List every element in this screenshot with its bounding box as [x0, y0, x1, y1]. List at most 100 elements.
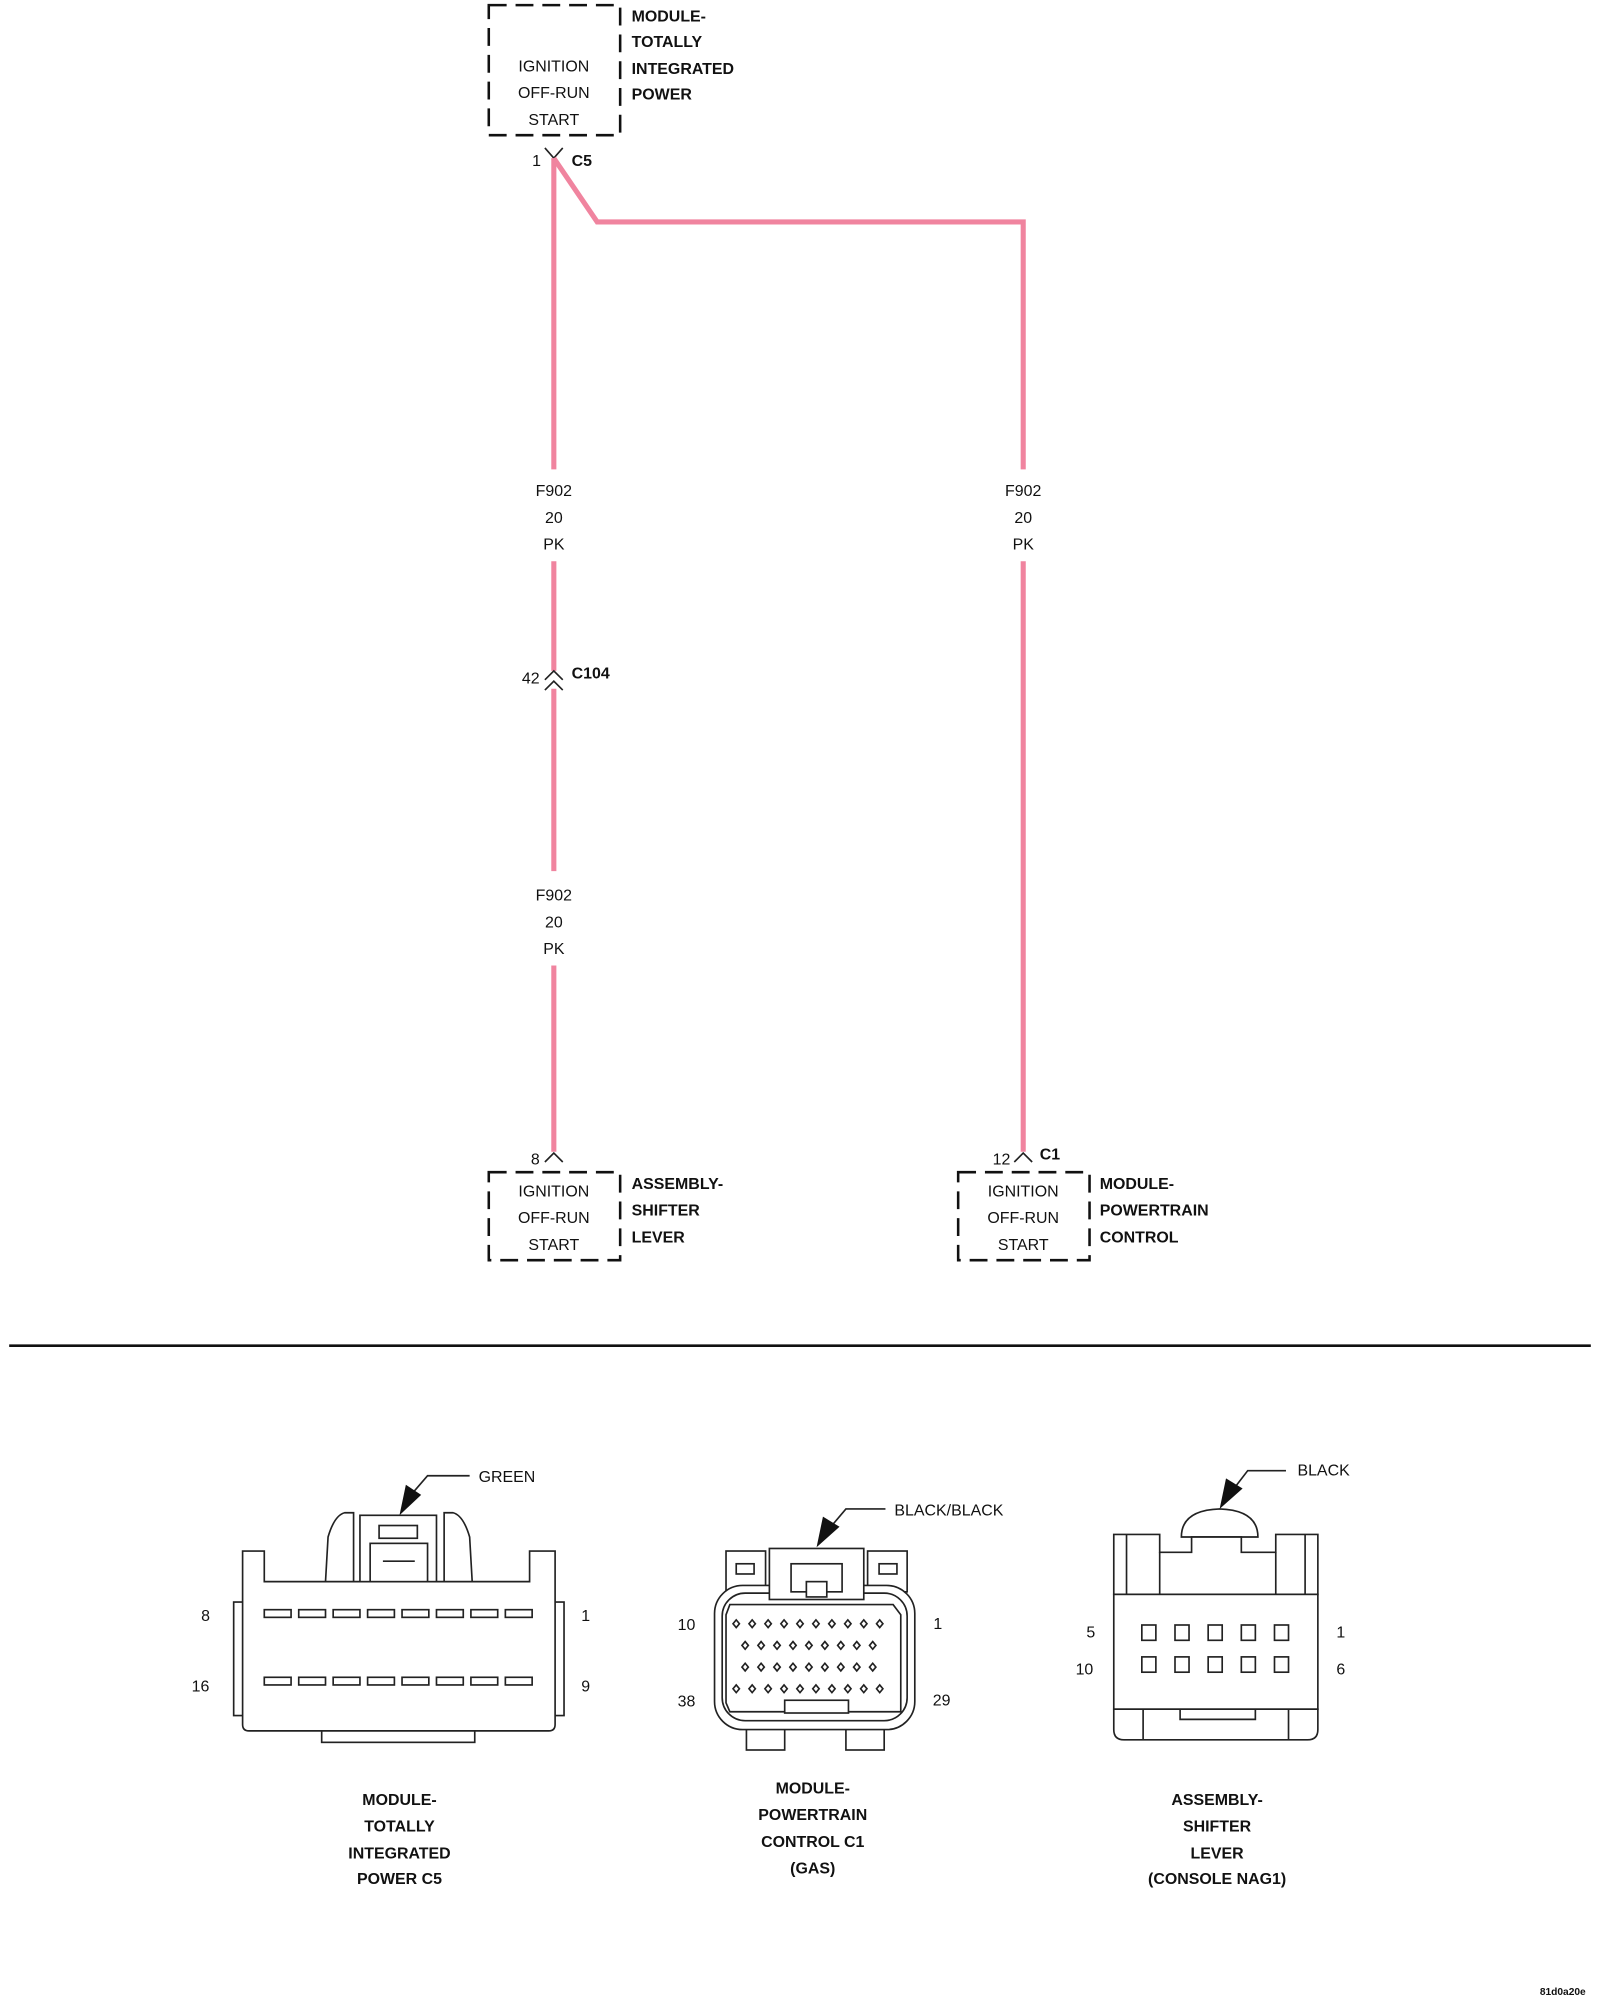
connector-caption: POWERTRAIN — [758, 1807, 867, 1824]
terminal-cavity — [820, 1661, 830, 1673]
pin-label: 8 — [201, 1608, 210, 1625]
pcm-connector-id: C1 — [1040, 1146, 1061, 1163]
connector-caption: (CONSOLE NAG1) — [1148, 1871, 1286, 1888]
terminal-cavity — [827, 1618, 837, 1629]
connector-caption: (GAS) — [790, 1861, 835, 1878]
tipm-connector-id: C5 — [572, 153, 593, 170]
c104-connector-id: C104 — [572, 666, 610, 683]
tipm-function-line: IGNITION — [518, 58, 589, 75]
terminal-cavities — [1141, 1624, 1290, 1674]
terminal-cavity — [1273, 1624, 1290, 1642]
connector-caption: SHIFTER — [1183, 1819, 1252, 1836]
wire-label-left-upper: F902 20 PK — [536, 483, 572, 554]
terminal-cavity — [1174, 1624, 1190, 1642]
terminal-cavity — [811, 1618, 821, 1629]
terminal-cavity — [827, 1683, 837, 1694]
connector-color-label: BLACK/BLACK — [894, 1502, 1003, 1519]
terminal-cavity — [875, 1683, 884, 1694]
circuit-id: F902 — [1005, 483, 1041, 500]
shifter-component: 8 IGNITION OFF-RUN START ASSEMBLY- SHIFT… — [487, 1151, 724, 1262]
pin-label: 9 — [581, 1678, 590, 1695]
terminal-cavity — [756, 1640, 766, 1651]
terminal-cavity — [297, 1608, 327, 1619]
terminal-cavity — [836, 1661, 846, 1673]
connector-caption: MODULE- — [362, 1792, 436, 1809]
pin-label: 10 — [1076, 1662, 1094, 1679]
terminal-cavity — [1141, 1624, 1157, 1642]
terminal-cavity — [366, 1608, 396, 1619]
pcm-function-line: OFF-RUN — [987, 1210, 1059, 1227]
wire-color: PK — [543, 941, 565, 958]
pcm-function-line: START — [998, 1237, 1049, 1254]
terminal-cavity — [852, 1661, 862, 1673]
terminal-cavity — [795, 1618, 805, 1629]
connector-view-shifter: 5 1 10 6 BLACK ASSEMBLY- SHIFTER LEVER (… — [1076, 1463, 1351, 1888]
terminal-cavity — [740, 1640, 750, 1651]
terminal-cavity — [795, 1683, 805, 1694]
terminal-cavity — [804, 1640, 814, 1651]
terminal-cavity — [747, 1618, 757, 1629]
connector-pin-symbol — [1013, 1151, 1033, 1163]
terminal-cavity — [843, 1683, 853, 1694]
connector-caption: TOTALLY — [364, 1819, 435, 1836]
terminal-cavities — [263, 1608, 533, 1686]
terminal-cavity — [779, 1618, 789, 1629]
terminal-cavity — [843, 1618, 853, 1629]
pin-label: 29 — [933, 1692, 951, 1709]
figure-id: 81d0a20e — [1540, 1987, 1586, 1998]
arrow-icon — [1219, 1478, 1243, 1509]
terminal-cavity — [763, 1618, 773, 1629]
pcm-name: CONTROL — [1100, 1229, 1179, 1246]
terminal-cavity — [1240, 1624, 1257, 1642]
wire-color: PK — [543, 537, 565, 554]
terminal-cavity — [401, 1676, 430, 1686]
c104-pin-number: 42 — [522, 671, 540, 688]
terminal-cavity — [263, 1608, 292, 1619]
terminal-cavity — [859, 1683, 869, 1694]
terminal-cavity — [756, 1661, 766, 1673]
pcm-pin-number: 12 — [993, 1152, 1011, 1169]
connector-caption: MODULE- — [776, 1780, 850, 1797]
wire-gauge: 20 — [1014, 510, 1032, 527]
pin-label: 5 — [1086, 1625, 1095, 1642]
terminal-cavity — [875, 1618, 884, 1629]
terminal-cavity — [788, 1640, 798, 1651]
terminal-cavity — [504, 1608, 533, 1619]
tipm-function-line: START — [528, 112, 579, 129]
tipm-name: MODULE- — [632, 9, 706, 26]
wire-f902-branch-right — [551, 156, 1026, 470]
pcm-name: MODULE- — [1100, 1176, 1174, 1193]
connector-caption: POWER C5 — [357, 1871, 442, 1888]
terminal-cavity — [868, 1661, 877, 1673]
pin-label: 1 — [581, 1608, 590, 1625]
terminal-cavity — [852, 1640, 862, 1651]
terminal-cavity — [435, 1608, 465, 1619]
shifter-name: SHIFTER — [632, 1203, 701, 1220]
shifter-function-line: OFF-RUN — [518, 1210, 590, 1227]
wire-label-left-lower: F902 20 PK — [536, 888, 572, 959]
connector-color-label: BLACK — [1297, 1463, 1350, 1480]
terminal-cavity — [1240, 1656, 1257, 1674]
shifter-name: ASSEMBLY- — [632, 1176, 724, 1193]
terminal-cavity — [1174, 1656, 1190, 1674]
connector-pin-symbol — [544, 1151, 564, 1163]
wire-color: PK — [1013, 537, 1035, 554]
pcm-component: 12 C1 IGNITION OFF-RUN START MODULE- POW… — [956, 1146, 1209, 1262]
connector-caption: LEVER — [1191, 1845, 1245, 1862]
terminal-cavity — [731, 1683, 741, 1694]
circuit-id: F902 — [536, 483, 572, 500]
tipm-name: INTEGRATED — [632, 61, 734, 78]
circuit-id: F902 — [536, 888, 572, 905]
arrow-icon — [399, 1484, 422, 1516]
terminal-cavity — [811, 1683, 821, 1694]
tipm-pin-number: 1 — [532, 153, 541, 170]
connector-caption: CONTROL C1 — [761, 1834, 864, 1851]
wires — [551, 156, 1026, 1152]
pin-label: 1 — [1336, 1625, 1345, 1642]
tipm-function-line: OFF-RUN — [518, 85, 590, 102]
wire-label-right: F902 20 PK — [1005, 483, 1041, 554]
terminal-cavity — [763, 1683, 773, 1694]
pin-label: 38 — [678, 1694, 696, 1711]
connector-view-pcm-c1: 10 1 38 29 BLACK/BLACK MODULE- POWERTRAI… — [678, 1502, 1004, 1877]
